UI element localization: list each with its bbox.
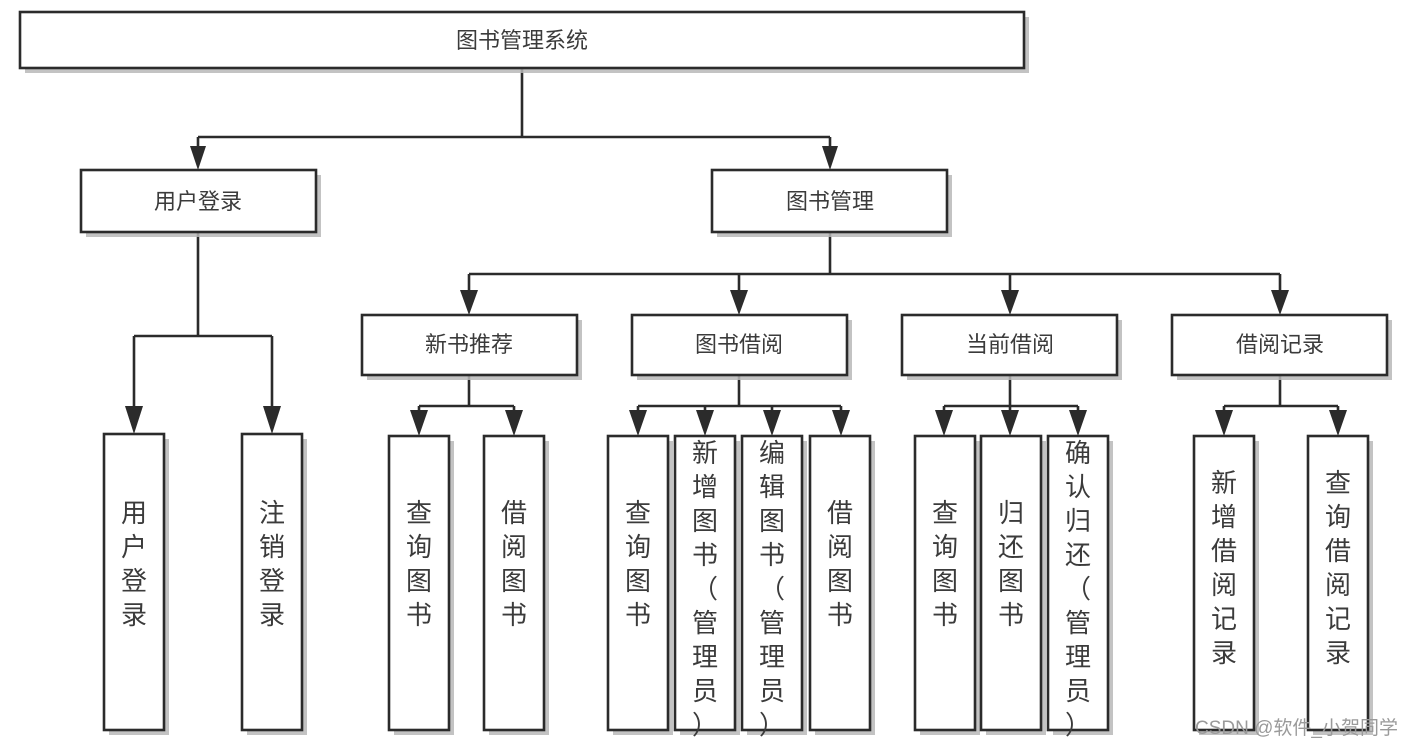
leaf-borrow-add-box[interactable] [673, 434, 737, 732]
leaf-borrow-query-box[interactable] [606, 434, 670, 732]
leaf-current-confirm-label: 确认归还（管理员） [1065, 438, 1091, 740]
leaf-current-return-box[interactable] [979, 434, 1043, 732]
leaf-borrow-edit-box[interactable] [740, 434, 804, 732]
arrow-head-leaf-user-login [125, 406, 143, 434]
leaf-record-add-label: 新增借阅记录 [1211, 468, 1237, 668]
leaf-newbook-borrow-label: 借阅图书 [501, 498, 527, 630]
current-borrow-label: 当前借阅 [966, 332, 1054, 357]
leaf-user-login-box[interactable] [102, 432, 166, 732]
book-manage-label: 图书管理 [786, 189, 874, 214]
arrow-head-leaf-logout [263, 406, 281, 434]
leaf-borrow-edit-label: 编辑图书（管理员） [759, 438, 785, 740]
leaf-borrow-add-label: 新增图书（管理员） [692, 438, 718, 740]
arrow-head-newbook-leaf-2 [505, 410, 523, 436]
leaf-logout-box[interactable] [240, 432, 304, 732]
leaf-node-record-query[interactable]: 查询借阅记录 [1306, 434, 1373, 735]
new-book-label: 新书推荐 [425, 332, 513, 357]
leaf-node-borrow-add[interactable]: 新增图书（管理员） [673, 434, 740, 740]
arrow-head-borrowrecord-leaf-1 [1215, 410, 1233, 436]
node-book-manage[interactable]: 图书管理 [710, 168, 952, 237]
leaf-record-add-box[interactable] [1192, 434, 1256, 732]
root-box[interactable] [18, 10, 1026, 70]
leaf-borrow-query-label: 查询图书 [625, 498, 651, 630]
leaf-newbook-query-box[interactable] [387, 434, 451, 732]
leaf-newbook-query-label: 查询图书 [406, 498, 432, 630]
arrow-head-new-book [460, 290, 478, 315]
leaf-node-newbook-borrow[interactable]: 借阅图书 [482, 434, 549, 735]
leaf-borrow-book-label: 借阅图书 [827, 498, 853, 630]
leaf-node-current-confirm[interactable]: 确认归还（管理员） [1046, 434, 1113, 740]
user-login-label: 用户登录 [154, 189, 242, 214]
book-borrow-label: 图书借阅 [695, 332, 783, 357]
arrow-head-currentborrow-leaf-3 [1069, 410, 1087, 436]
leaf-logout-label: 注销登录 [259, 498, 285, 630]
leaf-newbook-borrow-box[interactable] [482, 434, 546, 732]
arrow-head-bookborrow-leaf-3 [763, 410, 781, 436]
root-label: 图书管理系统 [456, 28, 588, 53]
arrow-head-bookborrow-leaf-1 [629, 410, 647, 436]
leaf-node-record-add[interactable]: 新增借阅记录 [1192, 434, 1259, 735]
node-borrow-record[interactable]: 借阅记录 [1170, 313, 1392, 380]
node-new-book-recommend[interactable]: 新书推荐 [360, 313, 582, 380]
arrow-head-bookborrow-leaf-4 [832, 410, 850, 436]
leaf-node-user-login[interactable]: 用户登录 [102, 432, 169, 735]
node-root-system[interactable]: 图书管理系统 [18, 10, 1029, 73]
connector-layer [125, 68, 1347, 436]
arrow-head-newbook-leaf-1 [410, 410, 428, 436]
leaf-node-borrow-book[interactable]: 借阅图书 [808, 434, 875, 735]
leaf-node-newbook-query[interactable]: 查询图书 [387, 434, 454, 735]
leaf-current-return-label: 归还图书 [998, 498, 1024, 630]
leaf-record-query-label: 查询借阅记录 [1325, 468, 1351, 668]
node-current-borrow[interactable]: 当前借阅 [900, 313, 1122, 380]
leaf-current-confirm-box[interactable] [1046, 434, 1110, 732]
book-manage-box[interactable] [710, 168, 949, 234]
leaf-node-borrow-query[interactable]: 查询图书 [606, 434, 673, 735]
leaf-node-current-query[interactable]: 查询图书 [913, 434, 980, 735]
leaf-record-query-box[interactable] [1306, 434, 1370, 732]
arrow-head-borrow-record [1271, 290, 1289, 315]
arrow-head-bookborrow-leaf-2 [696, 410, 714, 436]
node-book-borrow[interactable]: 图书借阅 [630, 313, 852, 380]
user-login-box[interactable] [79, 168, 318, 234]
leaf-borrow-book-box[interactable] [808, 434, 872, 732]
arrow-head-current-borrow [1001, 290, 1019, 315]
arrow-head-borrowrecord-leaf-2 [1329, 410, 1347, 436]
arrow-head-currentborrow-leaf-2 [1001, 410, 1019, 436]
current-borrow-box[interactable] [900, 313, 1119, 377]
arrow-head-user-login [190, 146, 206, 170]
leaf-current-query-label: 查询图书 [932, 498, 958, 630]
node-user-login[interactable]: 用户登录 [79, 168, 321, 237]
borrow-record-label: 借阅记录 [1236, 332, 1324, 357]
arrow-head-currentborrow-leaf-1 [935, 410, 953, 436]
leaf-node-logout[interactable]: 注销登录 [240, 432, 307, 735]
watermark-label: CSDN @软件_小贺同学 [1195, 717, 1398, 739]
arrow-head-book-manage [822, 146, 838, 170]
leaf-node-borrow-edit[interactable]: 编辑图书（管理员） [740, 434, 807, 740]
arrow-head-book-borrow [730, 290, 748, 315]
new-book-box[interactable] [360, 313, 579, 377]
leaf-node-current-return[interactable]: 归还图书 [979, 434, 1046, 735]
leaf-current-query-box[interactable] [913, 434, 977, 732]
book-borrow-box[interactable] [630, 313, 849, 377]
borrow-record-box[interactable] [1170, 313, 1389, 377]
leaf-user-login-label: 用户登录 [121, 498, 147, 630]
